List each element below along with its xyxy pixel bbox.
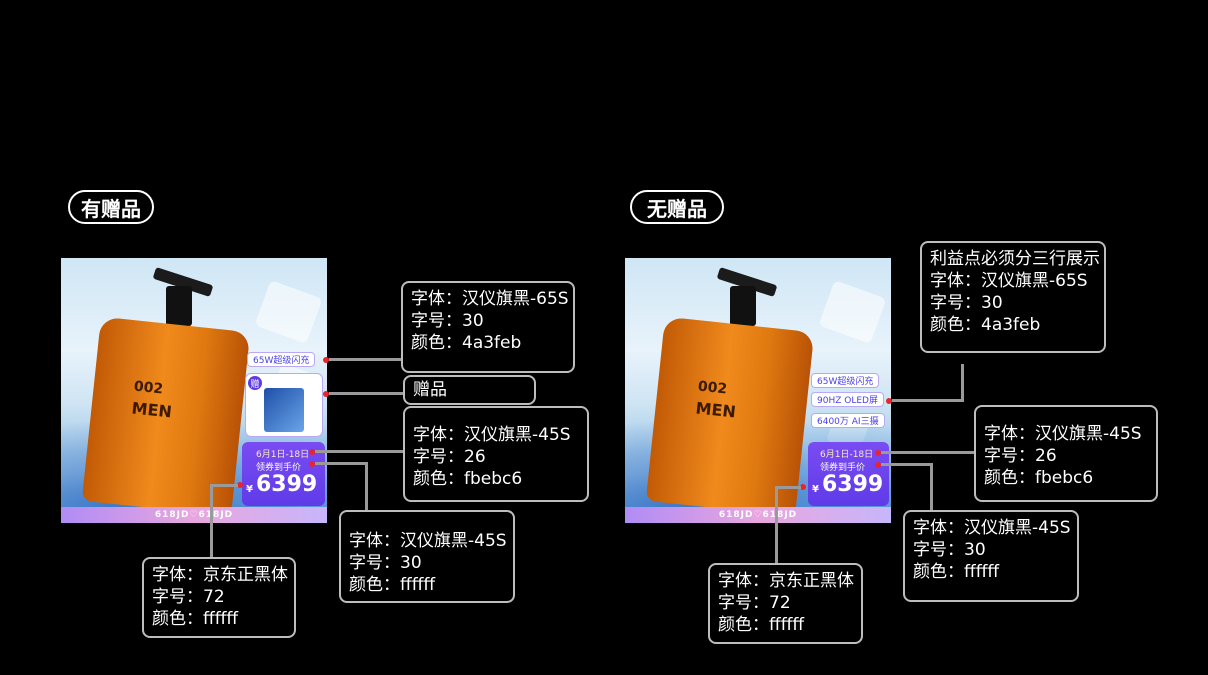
- connector-line: [315, 462, 367, 465]
- price-date: 6月1日-18日: [256, 450, 310, 460]
- note-line: 颜色：ffffff: [718, 615, 805, 635]
- connector-line: [210, 484, 213, 558]
- price-date: 6月1日-18日: [820, 450, 874, 460]
- marker-dot: [886, 398, 892, 404]
- benefit-chip: 90HZ OLED屏: [811, 392, 884, 407]
- note-line: 字体：汉仪旗黑-45S: [413, 425, 571, 445]
- marker-dot: [323, 391, 329, 397]
- bottle-model: 002: [133, 378, 164, 398]
- connector-line: [775, 486, 778, 564]
- promo-strip: 618JD♡618JD: [61, 507, 327, 523]
- spec-note-date: 字体：汉仪旗黑-45S 字号：26 颜色：fbebc6: [403, 406, 589, 502]
- note-line: 字号：26: [984, 446, 1057, 466]
- price-label: 领券到手价: [820, 463, 866, 473]
- spec-note-price: 字体：京东正黑体 字号：72 颜色：ffffff: [708, 563, 863, 644]
- marker-dot: [875, 450, 881, 456]
- section-title-no-gift: 无赠品: [630, 190, 724, 224]
- marker-dot: [309, 461, 315, 467]
- note-line: 字号：30: [411, 311, 484, 331]
- spec-note-date: 字体：汉仪旗黑-45S 字号：26 颜色：fbebc6: [974, 405, 1158, 502]
- note-line: 赠品: [413, 380, 447, 400]
- spec-note-price: 字体：京东正黑体 字号：72 颜色：ffffff: [142, 557, 296, 638]
- connector-line: [881, 451, 977, 454]
- gift-box: 赠: [245, 373, 323, 437]
- price-label: 领券到手价: [256, 463, 302, 473]
- marker-dot: [309, 449, 315, 455]
- spec-note-benefit: 利益点必须分三行展示 字体：汉仪旗黑-65S 字号：30 颜色：4a3feb: [920, 241, 1106, 353]
- marker-dot: [237, 482, 243, 488]
- note-line: 字体：汉仪旗黑-65S: [411, 289, 569, 309]
- ice-cube: [818, 280, 887, 344]
- gift-tag: 赠: [248, 376, 262, 390]
- product-card-with-gift: 002 MEN 65W超级闪充 赠 6月1日-18日 领券到手价 ¥ 6399 …: [61, 258, 327, 523]
- note-line: 字号：30: [349, 553, 422, 573]
- pump-stem: [166, 286, 192, 326]
- note-line: 字体：汉仪旗黑-65S: [930, 271, 1088, 291]
- price-currency: ¥: [246, 484, 253, 495]
- bottle-brand: MEN: [694, 398, 737, 422]
- bottle-brand: MEN: [130, 398, 173, 422]
- note-line: 字号：72: [152, 587, 225, 607]
- section-title-with-gift: 有赠品: [68, 190, 154, 224]
- benefit-chip: 65W超级闪充: [247, 352, 316, 367]
- spec-note-label: 字体：汉仪旗黑-45S 字号：30 颜色：ffffff: [903, 510, 1079, 602]
- note-line: 颜色：4a3feb: [411, 333, 522, 353]
- product-card-no-gift: 002 MEN 65W超级闪充 90HZ OLED屏 6400万 AI三摄 6月…: [625, 258, 891, 523]
- connector-line: [892, 399, 964, 402]
- bottle-model: 002: [697, 378, 728, 398]
- connector-line: [329, 358, 405, 361]
- connector-line: [961, 364, 964, 402]
- note-line: 字体：汉仪旗黑-45S: [984, 424, 1142, 444]
- note-line: 字号：30: [930, 293, 1003, 313]
- price-value: 6399: [256, 472, 318, 497]
- note-line: 字体：京东正黑体: [718, 571, 854, 591]
- note-line: 颜色：4a3feb: [930, 315, 1041, 335]
- note-line: 字号：26: [413, 447, 486, 467]
- benefit-chip: 6400万 AI三摄: [811, 413, 885, 428]
- note-line: 字体：汉仪旗黑-45S: [349, 531, 507, 551]
- note-line: 字号：30: [913, 540, 986, 560]
- promo-strip: 618JD♡618JD: [625, 507, 891, 523]
- marker-dot: [875, 462, 881, 468]
- connector-line: [210, 484, 238, 487]
- spec-note-label: 字体：汉仪旗黑-45S 字号：30 颜色：ffffff: [339, 510, 515, 603]
- connector-line: [315, 450, 405, 453]
- spec-note-gift: 赠品: [403, 375, 536, 405]
- connector-line: [881, 463, 933, 466]
- price-currency: ¥: [812, 484, 819, 495]
- price-value: 6399: [822, 472, 884, 497]
- connector-line: [775, 486, 801, 489]
- note-line: 颜色：ffffff: [913, 562, 1000, 582]
- note-line: 字号：72: [718, 593, 791, 613]
- note-line: 字体：汉仪旗黑-45S: [913, 518, 1071, 538]
- note-line: 颜色：ffffff: [152, 609, 239, 629]
- note-line: 利益点必须分三行展示: [930, 249, 1100, 269]
- gift-image: [264, 388, 304, 432]
- note-line: 字体：京东正黑体: [152, 565, 288, 585]
- benefit-chip: 65W超级闪充: [811, 373, 880, 388]
- ice-cube: [254, 280, 323, 344]
- note-line: 颜色：fbebc6: [413, 469, 523, 489]
- connector-line: [329, 392, 405, 395]
- note-line: 颜色：ffffff: [349, 575, 436, 595]
- marker-dot: [323, 357, 329, 363]
- spec-note-benefit: 字体：汉仪旗黑-65S 字号：30 颜色：4a3feb: [401, 281, 575, 373]
- connector-line: [930, 463, 933, 511]
- marker-dot: [800, 484, 806, 490]
- pump-stem: [730, 286, 756, 326]
- connector-line: [365, 462, 368, 510]
- note-line: 颜色：fbebc6: [984, 468, 1094, 488]
